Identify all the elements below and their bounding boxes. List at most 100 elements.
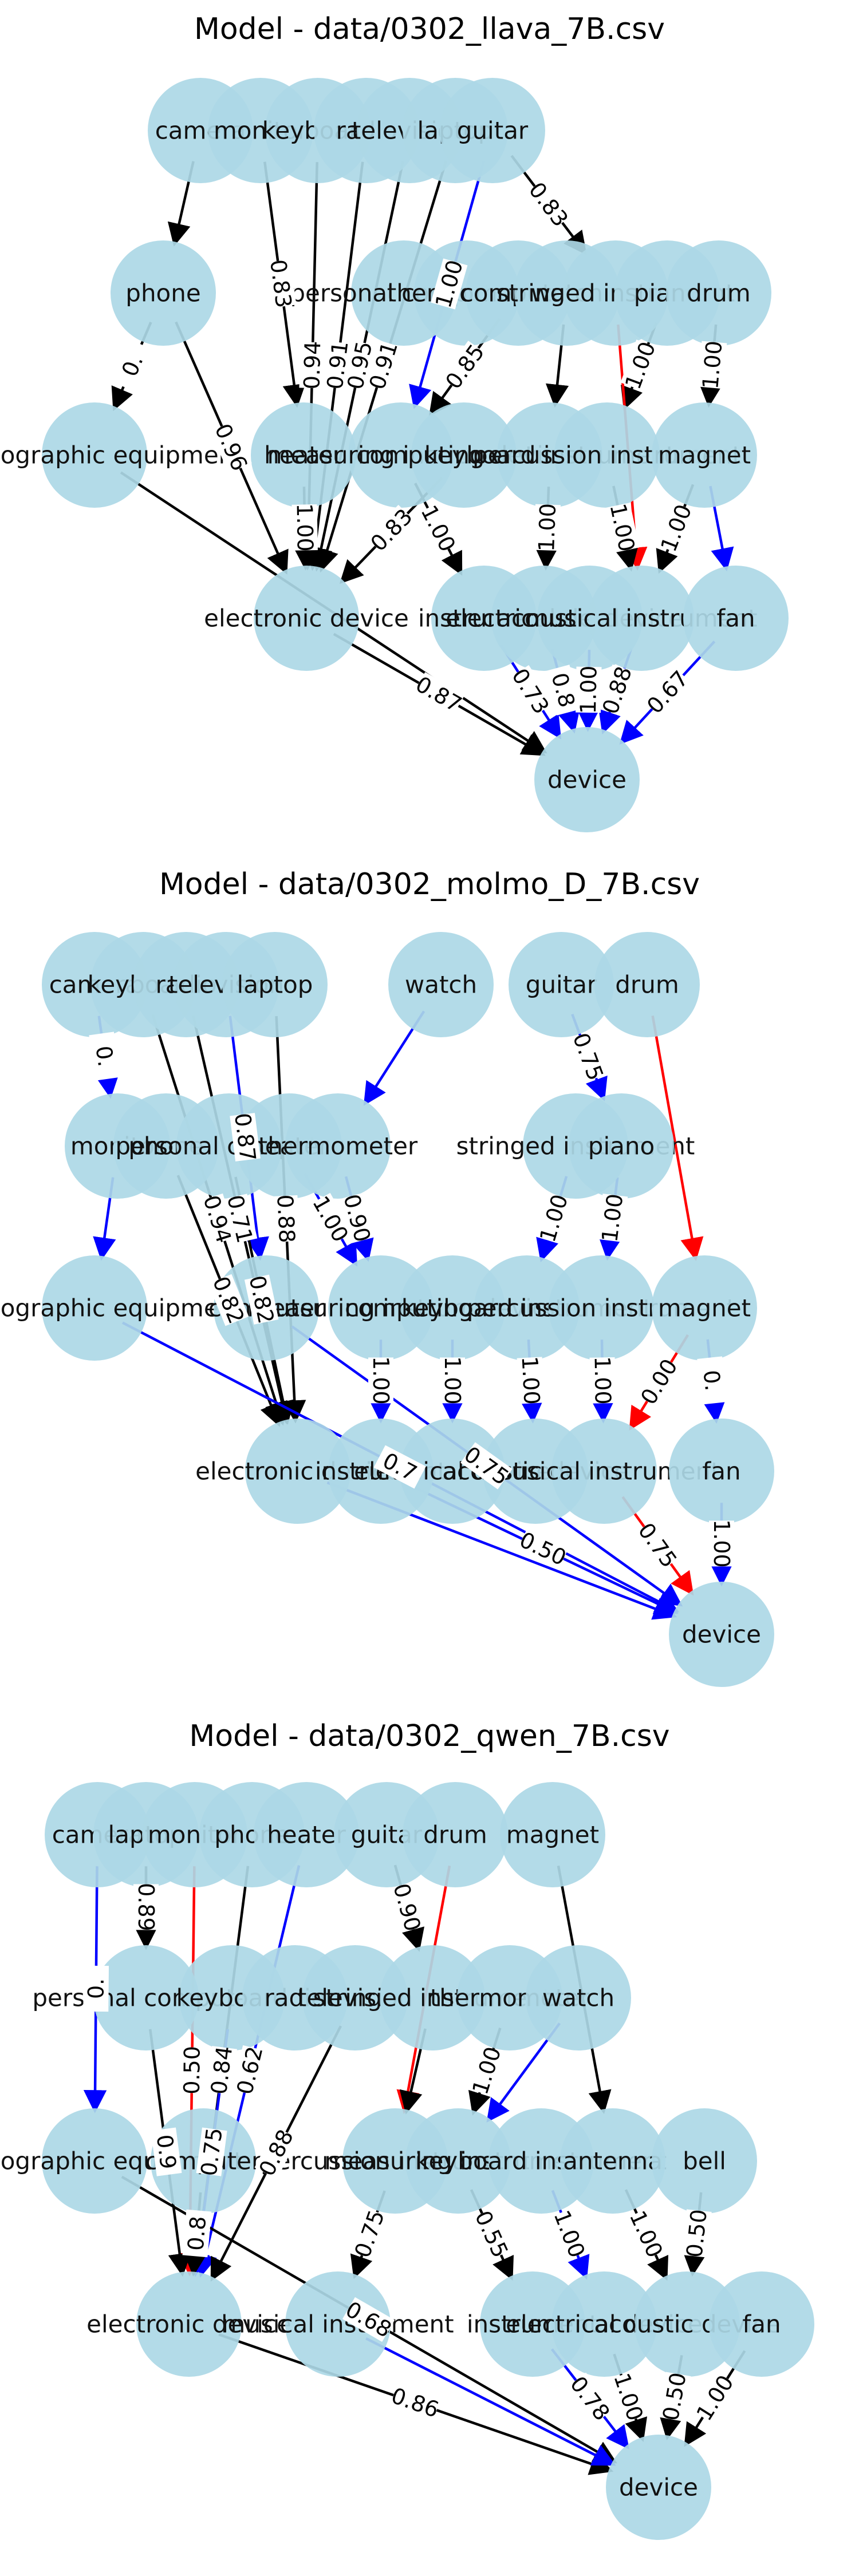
node-label: guitar [457, 117, 529, 145]
edge-label-background [566, 2372, 614, 2424]
node-label: electronic device [204, 605, 409, 633]
edge-label-background [342, 2297, 395, 2342]
node-label: phone [125, 279, 200, 307]
node-circle [251, 402, 356, 508]
edge-weight-label: 1.00 [609, 2370, 648, 2424]
node-circle [594, 932, 700, 1037]
node-watch: watch [388, 932, 494, 1037]
node-circle [551, 1419, 657, 1524]
node-circle [652, 2108, 757, 2214]
node-circle [93, 1945, 199, 2050]
edge-label-background [535, 1192, 573, 1244]
node-label: guitar [526, 971, 597, 999]
edge-weight-text: 0.75 [350, 2207, 390, 2261]
node-label: antenna [563, 2147, 663, 2175]
edge-label-background [692, 2372, 738, 2424]
edge-label-background [364, 339, 403, 392]
edge-weight-label: 1.00 [625, 2207, 668, 2261]
edge-weight-label: 1.00 [517, 1356, 544, 1405]
node-circle [666, 240, 771, 346]
node-fan: fan [709, 2271, 814, 2377]
edge-label-background [222, 1194, 258, 1244]
node-circle [285, 2271, 391, 2377]
edge-label-background [373, 1445, 426, 1489]
node-circle [42, 1255, 147, 1361]
node-photo-eq: photographic equipment [0, 402, 243, 508]
node-label: laptop [237, 971, 313, 999]
edge-musical-instrument-to-device [365, 2337, 616, 2466]
edge-weight-label: 0.83 [265, 258, 297, 310]
node-circle [400, 1255, 505, 1361]
edge-label-background [208, 1274, 249, 1326]
edge-weight-text: 1.00 [698, 339, 727, 390]
edge-weight-text: 0. [699, 1369, 726, 1392]
edge-label-background [196, 2127, 227, 2176]
edge-label-background [308, 1192, 353, 1246]
edge-weight-text: 0.88 [272, 1194, 300, 1244]
node-label: magnet [658, 441, 751, 469]
edge-label-background [440, 1357, 465, 1404]
edge-weight-text: 1.00 [440, 1356, 465, 1405]
edge-weight-text: 1.00 [605, 501, 639, 554]
node-circle [652, 1255, 757, 1361]
edge-weight-text: 0.50 [658, 2370, 691, 2423]
edge-weight-label: 0. [89, 1032, 121, 1081]
edge-weight-text: 0.50 [179, 2046, 205, 2095]
node-acoustic-device: acoustic device [594, 2271, 781, 2377]
edge-weight-text: 0.75 [568, 1030, 609, 1084]
node-circle [652, 402, 757, 508]
edge-weight-text: 0.86 [388, 2383, 442, 2423]
node-circle [500, 1782, 605, 1887]
edge-weight-label: 0.50 [658, 2370, 691, 2423]
edge-weight-label: 0.87 [230, 1112, 261, 1163]
edge-label-background [609, 2371, 648, 2423]
edge-weight-text: 0.84 [206, 2045, 237, 2096]
edge-label-background [697, 1356, 727, 1405]
node-circle [635, 2271, 740, 2377]
node-circle [509, 932, 614, 1037]
edge-label-background [338, 1192, 375, 1244]
edge-weight-label: 1.00 [291, 503, 317, 552]
edge-weight-label: 0.90 [388, 1880, 425, 1934]
edge-weight-label: 0.55 [470, 2207, 513, 2261]
node-label: piano [588, 1132, 655, 1160]
nodes-layer: cameralaptopmonitorphoneheaterguitardrum… [0, 1782, 814, 2540]
node-photo-eq: photographic equipment [0, 1255, 243, 1361]
edge-weight-text: 1.00 [620, 338, 661, 393]
edge-weight-text: 1.00 [625, 2207, 668, 2261]
edge-label-background [656, 502, 696, 554]
edge-weight-text: 0. [90, 1044, 119, 1068]
edge-weight-label: 0.50 [179, 2046, 205, 2095]
edge-weight-label: 1.00 [620, 338, 661, 393]
edge-label-background [206, 2046, 237, 2095]
node-device: device [669, 1582, 774, 1687]
edge-label-background [412, 671, 465, 717]
edge-weight-label: 0.75 [633, 1518, 682, 1572]
edge-weight-label: 1.00 [534, 503, 561, 552]
edge-label-background [589, 1357, 616, 1404]
edge-label-background [182, 2209, 212, 2258]
edge-label-background [265, 259, 297, 309]
node-label: thermometer [258, 1132, 418, 1160]
edge-weight-label: 1.00 [535, 1191, 573, 1245]
panel-molmo: Model - data/0302_molmo_D_7B.csvcamerake… [0, 867, 774, 1687]
edge-label-background [636, 1356, 682, 1408]
node-circle [560, 2108, 665, 2214]
node-device: device [534, 727, 640, 832]
edge-weight-text: 0.62 [232, 2044, 268, 2097]
edge-label-background [598, 664, 637, 716]
node-fan: fan [669, 1419, 774, 1524]
edge-weight-label: 1.00 [597, 1192, 628, 1243]
node-label: magnet [506, 1821, 599, 1849]
edge-weight-label: 0.50 [515, 1527, 570, 1570]
edge-weight-label: 0.84 [206, 2045, 237, 2096]
node-fan: fan [683, 566, 789, 671]
edge-weight-text: 0.75 [633, 1518, 682, 1572]
node-circle [683, 566, 789, 671]
node-circle [549, 1255, 654, 1361]
edge-label-background [441, 341, 489, 393]
node-label: watch [405, 971, 477, 999]
node-label: musical instrument [222, 2310, 454, 2338]
edge-weight-label: 0.78 [565, 2372, 615, 2425]
